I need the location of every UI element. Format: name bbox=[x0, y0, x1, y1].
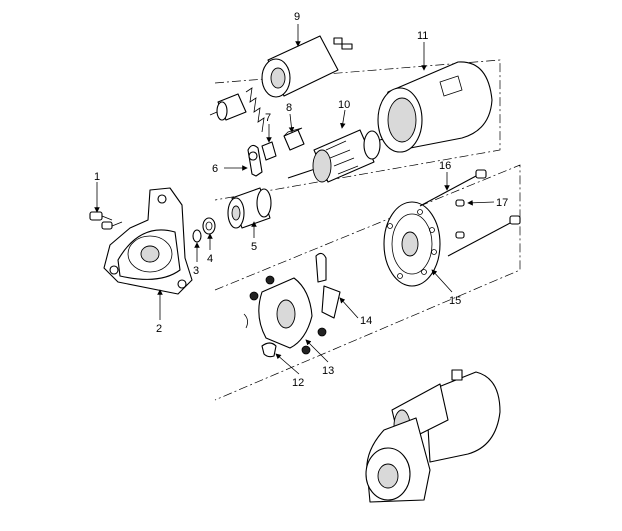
callout-15: 15 bbox=[449, 295, 461, 307]
part-14-brushes bbox=[315, 252, 341, 319]
part-13-brush-holder bbox=[249, 275, 327, 355]
part-17-screws bbox=[455, 199, 465, 239]
callout-5: 5 bbox=[251, 241, 257, 253]
callout-10: 10 bbox=[338, 99, 350, 111]
part-1-bolts bbox=[89, 211, 123, 230]
callout-16: 16 bbox=[439, 160, 451, 172]
part-8-grommet bbox=[283, 127, 305, 151]
part-5-overrunning-clutch bbox=[227, 187, 272, 229]
callout-13: 13 bbox=[322, 365, 334, 377]
part-7-lever-pad bbox=[261, 141, 277, 161]
callout-11: 11 bbox=[417, 30, 428, 42]
callout-8: 8 bbox=[286, 102, 292, 114]
part-6-shift-lever bbox=[247, 144, 263, 177]
callout-3: 3 bbox=[193, 265, 199, 277]
part-11-yoke bbox=[377, 61, 493, 153]
callout-17: 17 bbox=[496, 197, 508, 209]
part-10-armature bbox=[287, 129, 393, 183]
part-2-drive-end-housing bbox=[103, 187, 193, 295]
part-4-washer bbox=[202, 217, 216, 235]
part-16-through-bolts bbox=[419, 169, 521, 257]
callout-7: 7 bbox=[265, 112, 271, 124]
callout-14: 14 bbox=[360, 315, 372, 327]
callout-4: 4 bbox=[207, 253, 213, 265]
callout-labels: 1 2 3 4 5 6 7 8 9 10 11 12 13 14 15 16 1… bbox=[94, 11, 508, 389]
part-15-rear-bracket bbox=[383, 201, 441, 287]
assembled-starter-motor bbox=[365, 369, 501, 503]
callout-1: 1 bbox=[94, 171, 100, 183]
leader-lines bbox=[94, 24, 495, 375]
callout-6: 6 bbox=[212, 163, 218, 175]
part-12-brush-spring bbox=[243, 313, 277, 358]
callout-9: 9 bbox=[294, 11, 300, 23]
part-9-solenoid-assembly bbox=[209, 35, 353, 133]
callout-2: 2 bbox=[156, 323, 162, 335]
callout-12: 12 bbox=[292, 377, 304, 389]
part-3-snap-ring bbox=[192, 229, 202, 243]
